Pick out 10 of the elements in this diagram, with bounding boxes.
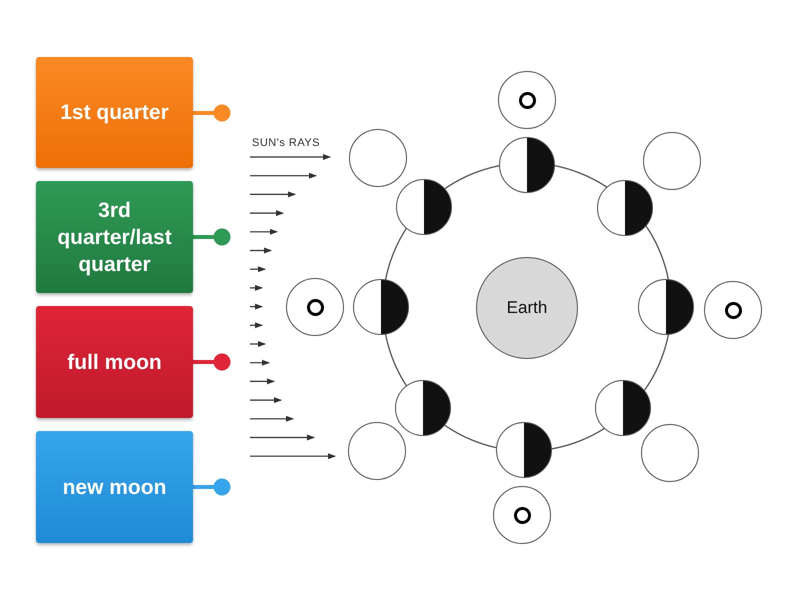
earth-circle: Earth: [476, 257, 578, 359]
moon-phase-circle: [597, 180, 653, 236]
label-card: full moon: [36, 306, 193, 418]
moon-phase-circle: [396, 179, 452, 235]
moon-phase-circle: [395, 380, 451, 436]
label-card: 3rd quarter/last quarter: [36, 181, 193, 293]
label-card: new moon: [36, 431, 193, 543]
rays-caption: SUN's RAYS: [252, 137, 320, 149]
label-card: 1st quarter: [36, 57, 193, 168]
moon-phase-circle: [595, 380, 651, 436]
